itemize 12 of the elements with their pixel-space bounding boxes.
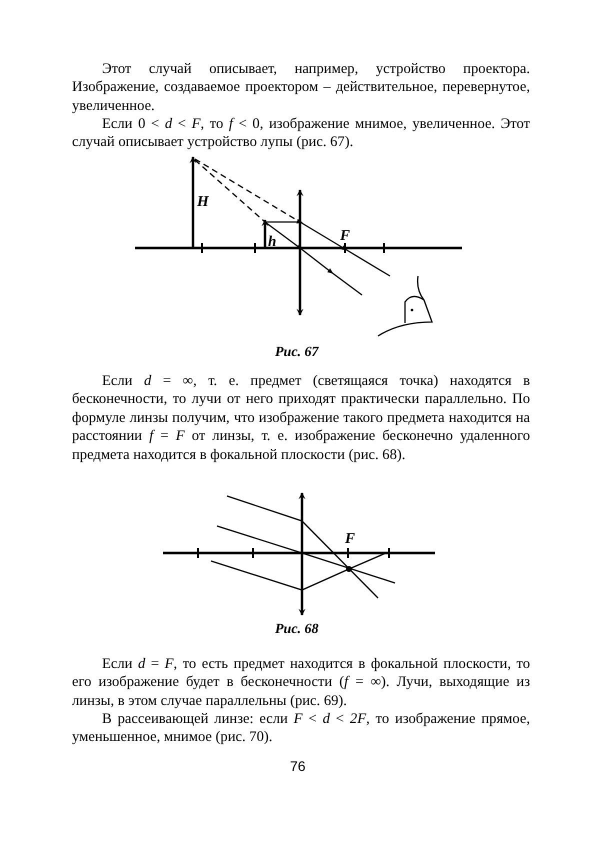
focus-label: F [340,228,350,244]
paragraph: В рассеивающей линзе: если F < d < 2F, то изображение прямое, уменьшенное, мнимое (рис. 70). [72,710,530,747]
figure-caption: Рис. 67 [275,345,319,361]
height-label: H [197,194,209,210]
paragraph: Если d = ∞, т. е. предмет (светящаяся точка) находятся в бесконечности, то лучи от него приходят практически параллельно. По формуле линзы получим, что изображение такого предмета находится на расстоянии f = F от линзы, т. е. изображение бесконечно удаленного предмета находится в фокальной плоскости (рис. 68). [72,372,530,464]
page-number: 76 [290,758,306,774]
height-label: h [268,234,276,250]
paragraph: Если 0 < d < F, то f < 0, изображение мнимое, увеличенное. Этот случай описывает устройство лупы (рис. 67). [72,115,530,152]
paragraph: Этот случай описывает, например, устройство проектора. Изображение, создаваемое проектором – действительное, перевернутое, увеличенное. [72,60,530,116]
focus-label: F [345,531,356,547]
figure-caption: Рис. 68 [275,622,319,638]
paragraph: Если d = F, то есть предмет находится в фокальной плоскости, то его изображение будет в бесконечности (f = ∞). Лучи, выходящие из линзы, в этом случае параллельны (рис. 69). [72,655,530,710]
